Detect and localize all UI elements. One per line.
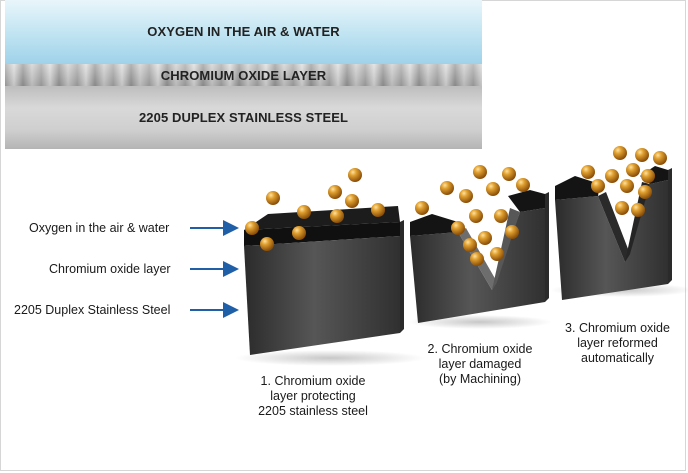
cross-section-banner: OXYGEN IN THE AIR & WATER CHROMIUM OXIDE… xyxy=(5,0,482,149)
block-3-side xyxy=(668,168,672,284)
block-3-notch-left xyxy=(598,192,630,262)
block-3-front xyxy=(555,180,668,300)
block-2-right-top xyxy=(508,190,545,212)
oxygen-balls-block-1 xyxy=(245,168,385,251)
oxygen-band xyxy=(5,0,482,64)
caption-step-3-line-1: 3. Chromium oxide xyxy=(565,321,670,335)
label-duplex-steel: 2205 Duplex Stainless Steel xyxy=(14,303,171,317)
label-chromium-oxide: Chromium oxide layer xyxy=(49,262,171,276)
chromium-oxide-band xyxy=(5,64,482,86)
steel-band-label: 2205 DUPLEX STAINLESS STEEL xyxy=(138,110,349,125)
caption-step-3-line-3: automatically xyxy=(581,351,654,365)
label-oxygen: Oxygen in the air & water xyxy=(29,221,170,235)
caption-step-2-line-3: (by Machining) xyxy=(439,372,521,386)
block-1-front xyxy=(244,236,400,355)
caption-step-3: 3. Chromium oxide layer reformed automat… xyxy=(545,321,688,366)
oxygen-balls-block-2 xyxy=(415,165,530,266)
caption-step-2-line-1: 2. Chromium oxide xyxy=(427,342,533,356)
steel-band xyxy=(5,86,482,149)
block-3-reformed xyxy=(550,166,688,300)
oxygen-band-label: OXYGEN IN THE AIR & WATER xyxy=(147,24,340,39)
caption-step-2-line-2: layer damaged xyxy=(438,357,522,371)
oxygen-balls-block-3 xyxy=(581,146,667,217)
caption-step-1-line-2: layer protecting xyxy=(270,389,356,403)
block-2-side xyxy=(545,192,549,302)
block-1-side xyxy=(400,220,404,333)
block-3-notch-right xyxy=(625,182,650,262)
caption-step-3-line-2: layer reformed xyxy=(577,336,658,350)
block-1-intact xyxy=(235,206,425,366)
block-1-oxide-front xyxy=(244,222,400,246)
caption-step-2: 2. Chromium oxide layer damaged (by Mach… xyxy=(405,342,555,387)
block-3-left-top xyxy=(555,176,600,200)
caption-step-1: 1. Chromium oxide layer protecting 2205 … xyxy=(238,374,388,419)
caption-step-1-line-3: 2205 stainless steel xyxy=(258,404,368,418)
caption-step-1-line-1: 1. Chromium oxide xyxy=(260,374,366,388)
chromium-band-label: CHROMIUM OXIDE LAYER xyxy=(160,68,327,83)
block-2-left-top xyxy=(410,214,458,236)
